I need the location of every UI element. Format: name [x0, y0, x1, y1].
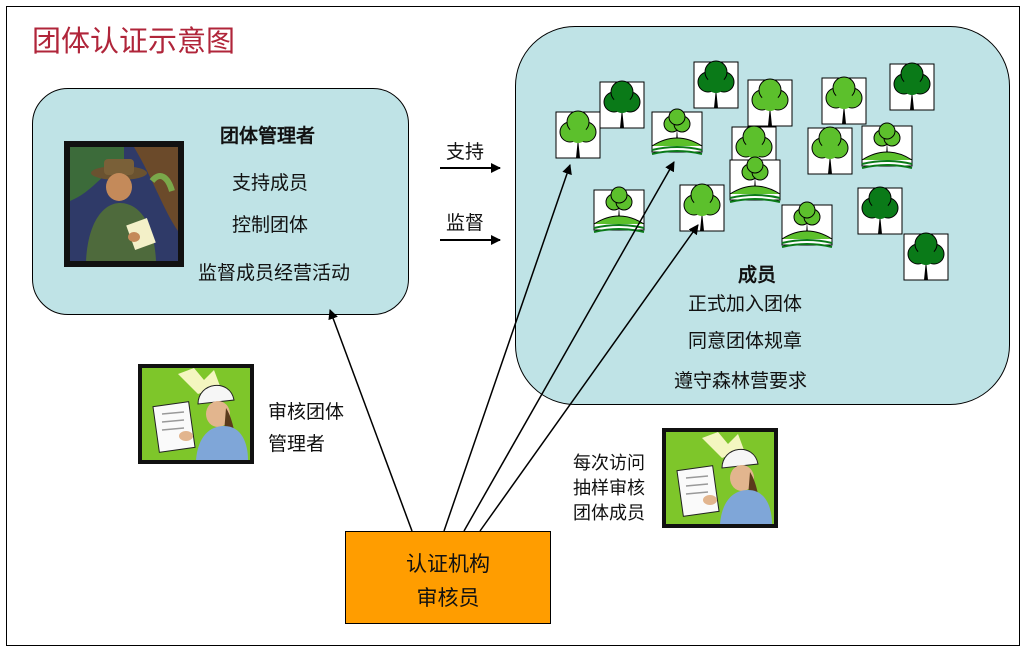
- audit-member-arrow-1: [443, 164, 572, 532]
- manager-line-support: 支持成员: [232, 172, 309, 194]
- certification-body-box: 认证机构 审核员: [345, 531, 551, 624]
- members-heading: 成员: [738, 264, 777, 286]
- members-line-comply: 遵守森林营要求: [674, 370, 808, 392]
- supervise-arrow-label: 监督: [446, 212, 485, 234]
- certification-body-line1: 认证机构: [406, 552, 490, 576]
- manager-line-control: 控制团体: [232, 214, 309, 236]
- audit-manager-line2: 管理者: [268, 433, 326, 455]
- audit-member-arrow-3: [479, 224, 699, 532]
- certification-body-line2: 审核员: [416, 586, 480, 610]
- audit-manager-line1: 审核团体: [268, 401, 345, 423]
- auditor-figure-icon: [662, 428, 778, 528]
- audit-manager-arrow: [328, 309, 413, 532]
- members-line-join: 正式加入团体: [688, 293, 803, 315]
- connector-arrows: [328, 161, 699, 532]
- auditor-figure-icon: [138, 364, 254, 464]
- diagram-title: 团体认证示意图: [32, 24, 236, 58]
- sample-audit-line1: 每次访问: [573, 453, 645, 474]
- sample-audit-line3: 团体成员: [573, 503, 645, 524]
- members-line-agree: 同意团体规章: [688, 330, 803, 352]
- manager-heading: 团体管理者: [220, 125, 316, 147]
- manager-figure-icon: [64, 141, 184, 267]
- manager-line-supervise: 监督成员经营活动: [198, 262, 351, 284]
- sample-audit-line2: 抽样审核: [573, 478, 645, 499]
- audit-member-arrow-2: [463, 161, 675, 532]
- support-arrow-label: 支持: [446, 141, 485, 163]
